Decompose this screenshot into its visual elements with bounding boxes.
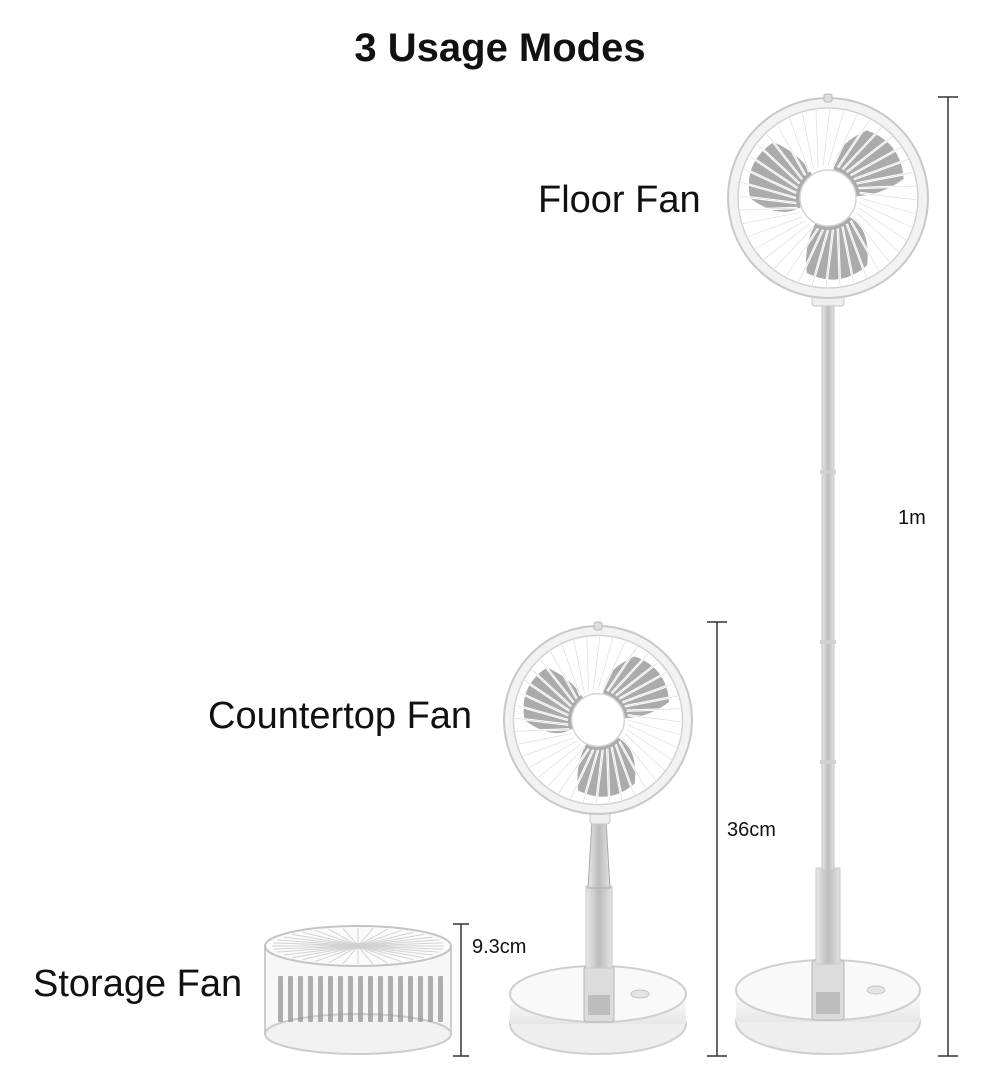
dimension-line-floor [938,96,958,1057]
page-title: 3 Usage Modes [354,26,646,70]
floor-fan-pole [821,299,835,871]
dimension-line-storage [453,923,469,1057]
dimension-line-countertop [707,621,727,1057]
floor-fan-pole-lower [815,867,841,965]
countertop-fan-height-label: 36cm [727,819,776,841]
countertop-fan-label: Countertop Fan [208,695,473,737]
floor-fan-height-label: 1m [898,507,926,529]
floor-fan [727,93,929,1055]
countertop-fan-head [503,621,693,815]
storage-fan-vents [278,976,443,1022]
storage-fan [264,925,452,1055]
floor-fan-base-button [866,985,886,995]
storage-fan-height-label: 9.3cm [472,936,527,958]
countertop-fan [503,621,693,1055]
storage-fan-grille [272,927,444,965]
floor-fan-label: Floor Fan [538,179,701,221]
countertop-fan-base-button [630,989,650,999]
floor-fan-head [727,93,929,299]
storage-fan-label: Storage Fan [33,963,243,1005]
